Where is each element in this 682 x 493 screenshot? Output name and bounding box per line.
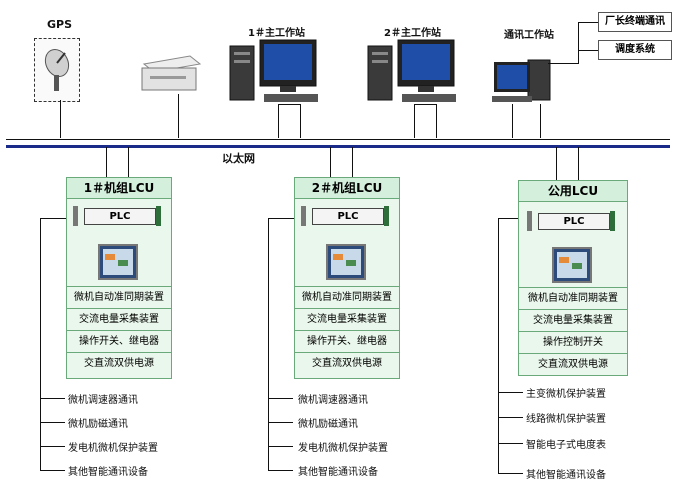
lcu3-comm-meter: 智能电子式电度表 xyxy=(526,440,606,451)
factory-terminal-box: 厂长终端通讯 xyxy=(598,12,672,32)
lcu2-comm-excitation: 微机励磁通讯 xyxy=(298,419,358,430)
lcu1-plc: PLC xyxy=(84,208,156,225)
comm-workstation-computer-icon xyxy=(492,56,558,104)
lcu2-device-power: 交直流双供电源 xyxy=(295,352,399,374)
lcu2-device-ac: 交流电量采集装置 xyxy=(295,308,399,330)
station1-label: 1＃主工作站 xyxy=(248,28,305,39)
printer-icon xyxy=(138,50,202,94)
lcu1-panel: 1＃机组LCU PLC 微机自动准同期装置 交流电量采集装置 操作开关、继电器 … xyxy=(66,177,172,379)
ethernet-bus-line xyxy=(6,139,670,140)
lcu2-panel: 2＃机组LCU PLC 微机自动准同期装置 交流电量采集装置 操作开关、继电器 … xyxy=(294,177,400,379)
lcu3-title: 公用LCU xyxy=(519,181,627,202)
lcu1-comm-protection: 发电机微机保护装置 xyxy=(68,443,158,454)
lcu1-device-ac: 交流电量采集装置 xyxy=(67,308,171,330)
workstation2-computer-icon xyxy=(366,38,462,108)
lcu3-comm-other: 其他智能通讯设备 xyxy=(526,470,606,481)
lcu1-device-sync: 微机自动准同期装置 xyxy=(67,286,171,308)
station2-label: 2＃主工作站 xyxy=(384,28,441,39)
lcu3-device-sync: 微机自动准同期装置 xyxy=(519,287,627,309)
lcu2-touchscreen-icon xyxy=(326,244,366,280)
lcu1-title: 1＃机组LCU xyxy=(67,178,171,199)
lcu2-comm-governor: 微机调速器通讯 xyxy=(298,395,368,406)
lcu1-device-switch: 操作开关、继电器 xyxy=(67,330,171,352)
lcu3-comm-transformer: 主变微机保护装置 xyxy=(526,389,606,400)
lcu1-comm-excitation: 微机励磁通讯 xyxy=(68,419,128,430)
dispatch-system-box: 调度系统 xyxy=(598,40,672,60)
lcu3-touchscreen-icon xyxy=(552,247,592,283)
lcu2-plc-io-module xyxy=(384,206,389,226)
lcu1-plc-io-module xyxy=(156,206,161,226)
lcu3-device-switch: 操作控制开关 xyxy=(519,331,627,353)
lcu3-plc-io-module xyxy=(527,211,532,231)
ethernet-label: 以太网 xyxy=(222,152,255,165)
lcu3-plc: PLC xyxy=(538,213,610,230)
lcu2-plc-io-module xyxy=(301,206,306,226)
lcu3-device-power: 交直流双供电源 xyxy=(519,353,627,375)
lcu3-comm-line: 线路微机保护装置 xyxy=(526,414,606,425)
workstation1-computer-icon xyxy=(228,38,324,108)
lcu2-title: 2＃机组LCU xyxy=(295,178,399,199)
lcu3-panel: 公用LCU PLC 微机自动准同期装置 交流电量采集装置 操作控制开关 交直流双… xyxy=(518,180,628,376)
lcu1-touchscreen-icon xyxy=(98,244,138,280)
lcu1-device-power: 交直流双供电源 xyxy=(67,352,171,374)
lcu1-comm-other: 其他智能通讯设备 xyxy=(68,467,148,478)
lcu2-plc: PLC xyxy=(312,208,384,225)
station3-label: 通讯工作站 xyxy=(504,30,554,41)
lcu2-device-switch: 操作开关、继电器 xyxy=(295,330,399,352)
lcu2-device-sync: 微机自动准同期装置 xyxy=(295,286,399,308)
lcu3-plc-io-module xyxy=(610,211,615,231)
gps-antenna xyxy=(34,38,80,102)
lcu2-comm-protection: 发电机微机保护装置 xyxy=(298,443,388,454)
lcu1-comm-governor: 微机调速器通讯 xyxy=(68,395,138,406)
lcu3-device-ac: 交流电量采集装置 xyxy=(519,309,627,331)
satellite-dish-icon xyxy=(44,48,70,91)
gps-label: GPS xyxy=(47,18,73,31)
lcu1-plc-io-module xyxy=(73,206,78,226)
lcu2-comm-other: 其他智能通讯设备 xyxy=(298,467,378,478)
